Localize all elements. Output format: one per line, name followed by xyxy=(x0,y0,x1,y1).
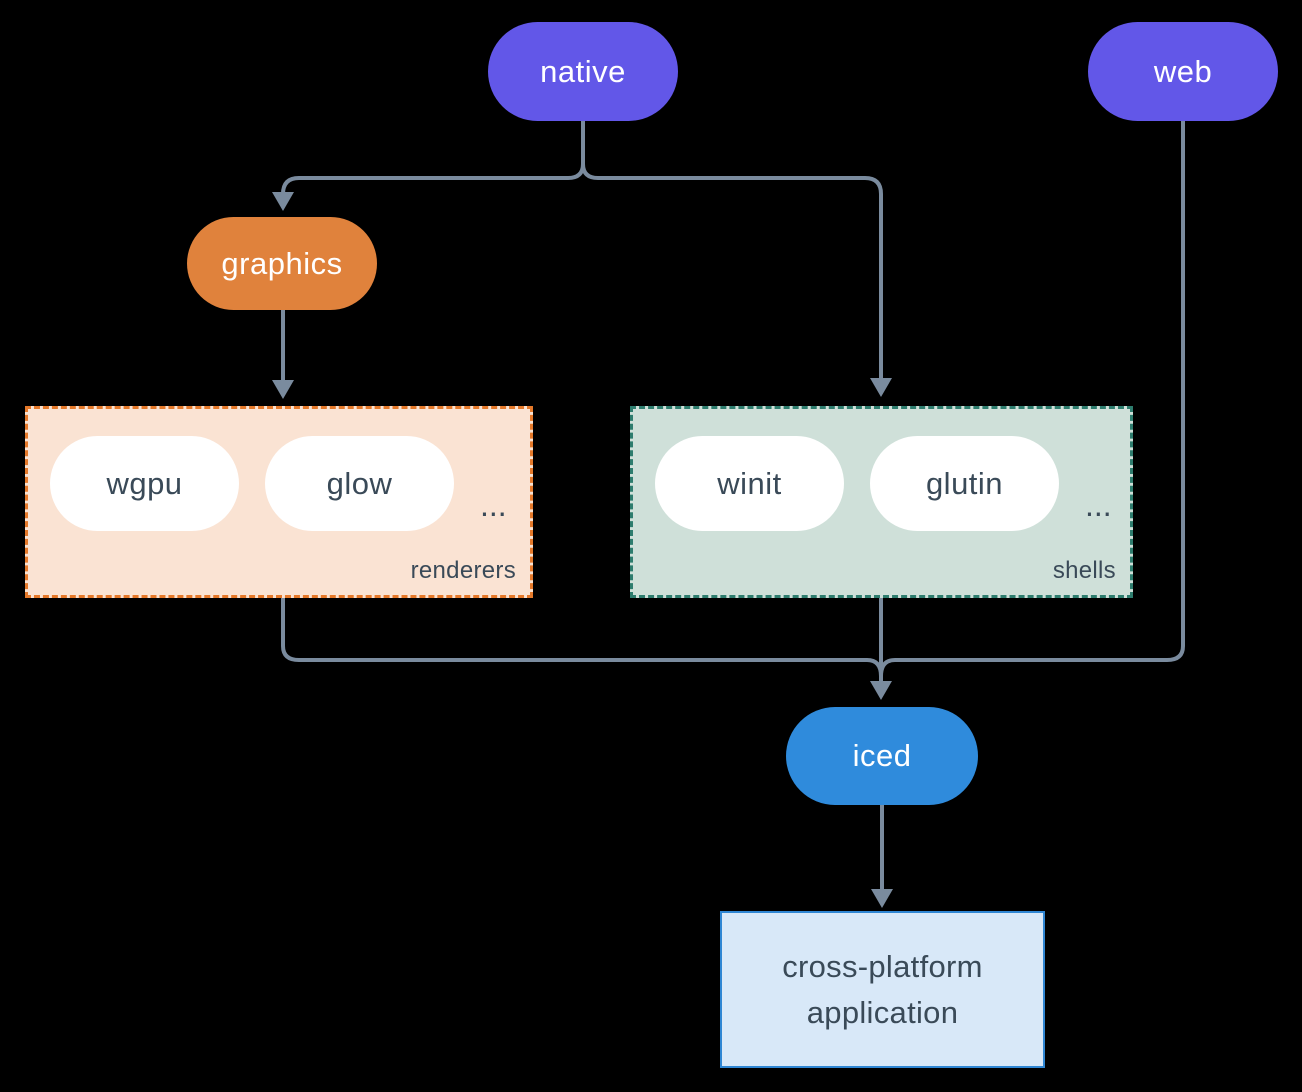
node-web: web xyxy=(1088,22,1278,121)
group-shells: winit glutin ... shells xyxy=(630,406,1133,598)
arrowhead-renderers xyxy=(272,380,294,399)
renderers-label: renderers xyxy=(410,557,516,584)
node-native: native xyxy=(488,22,678,121)
node-glow: glow xyxy=(265,436,454,531)
edge-renderers-iced xyxy=(281,598,883,677)
arrowhead-graphics xyxy=(272,192,294,211)
edge-native-shells xyxy=(581,163,883,378)
arrowhead-application xyxy=(871,889,893,908)
node-wgpu: wgpu xyxy=(50,436,239,531)
application-label-line2: application xyxy=(806,994,959,1030)
renderers-ellipsis: ... xyxy=(480,487,507,523)
node-iced: iced xyxy=(786,707,978,805)
node-application: cross-platform application xyxy=(720,911,1045,1068)
node-graphics: graphics xyxy=(187,217,377,310)
arrowhead-shells xyxy=(870,378,892,397)
shells-ellipsis: ... xyxy=(1085,487,1112,523)
edge-native-graphics xyxy=(281,163,585,195)
node-winit: winit xyxy=(655,436,844,531)
arrowhead-iced xyxy=(870,681,892,700)
node-glutin: glutin xyxy=(870,436,1059,531)
shells-label: shells xyxy=(1052,557,1116,584)
application-label-line1: cross-platform xyxy=(782,948,983,984)
group-renderers: wgpu glow ... renderers xyxy=(25,406,533,598)
